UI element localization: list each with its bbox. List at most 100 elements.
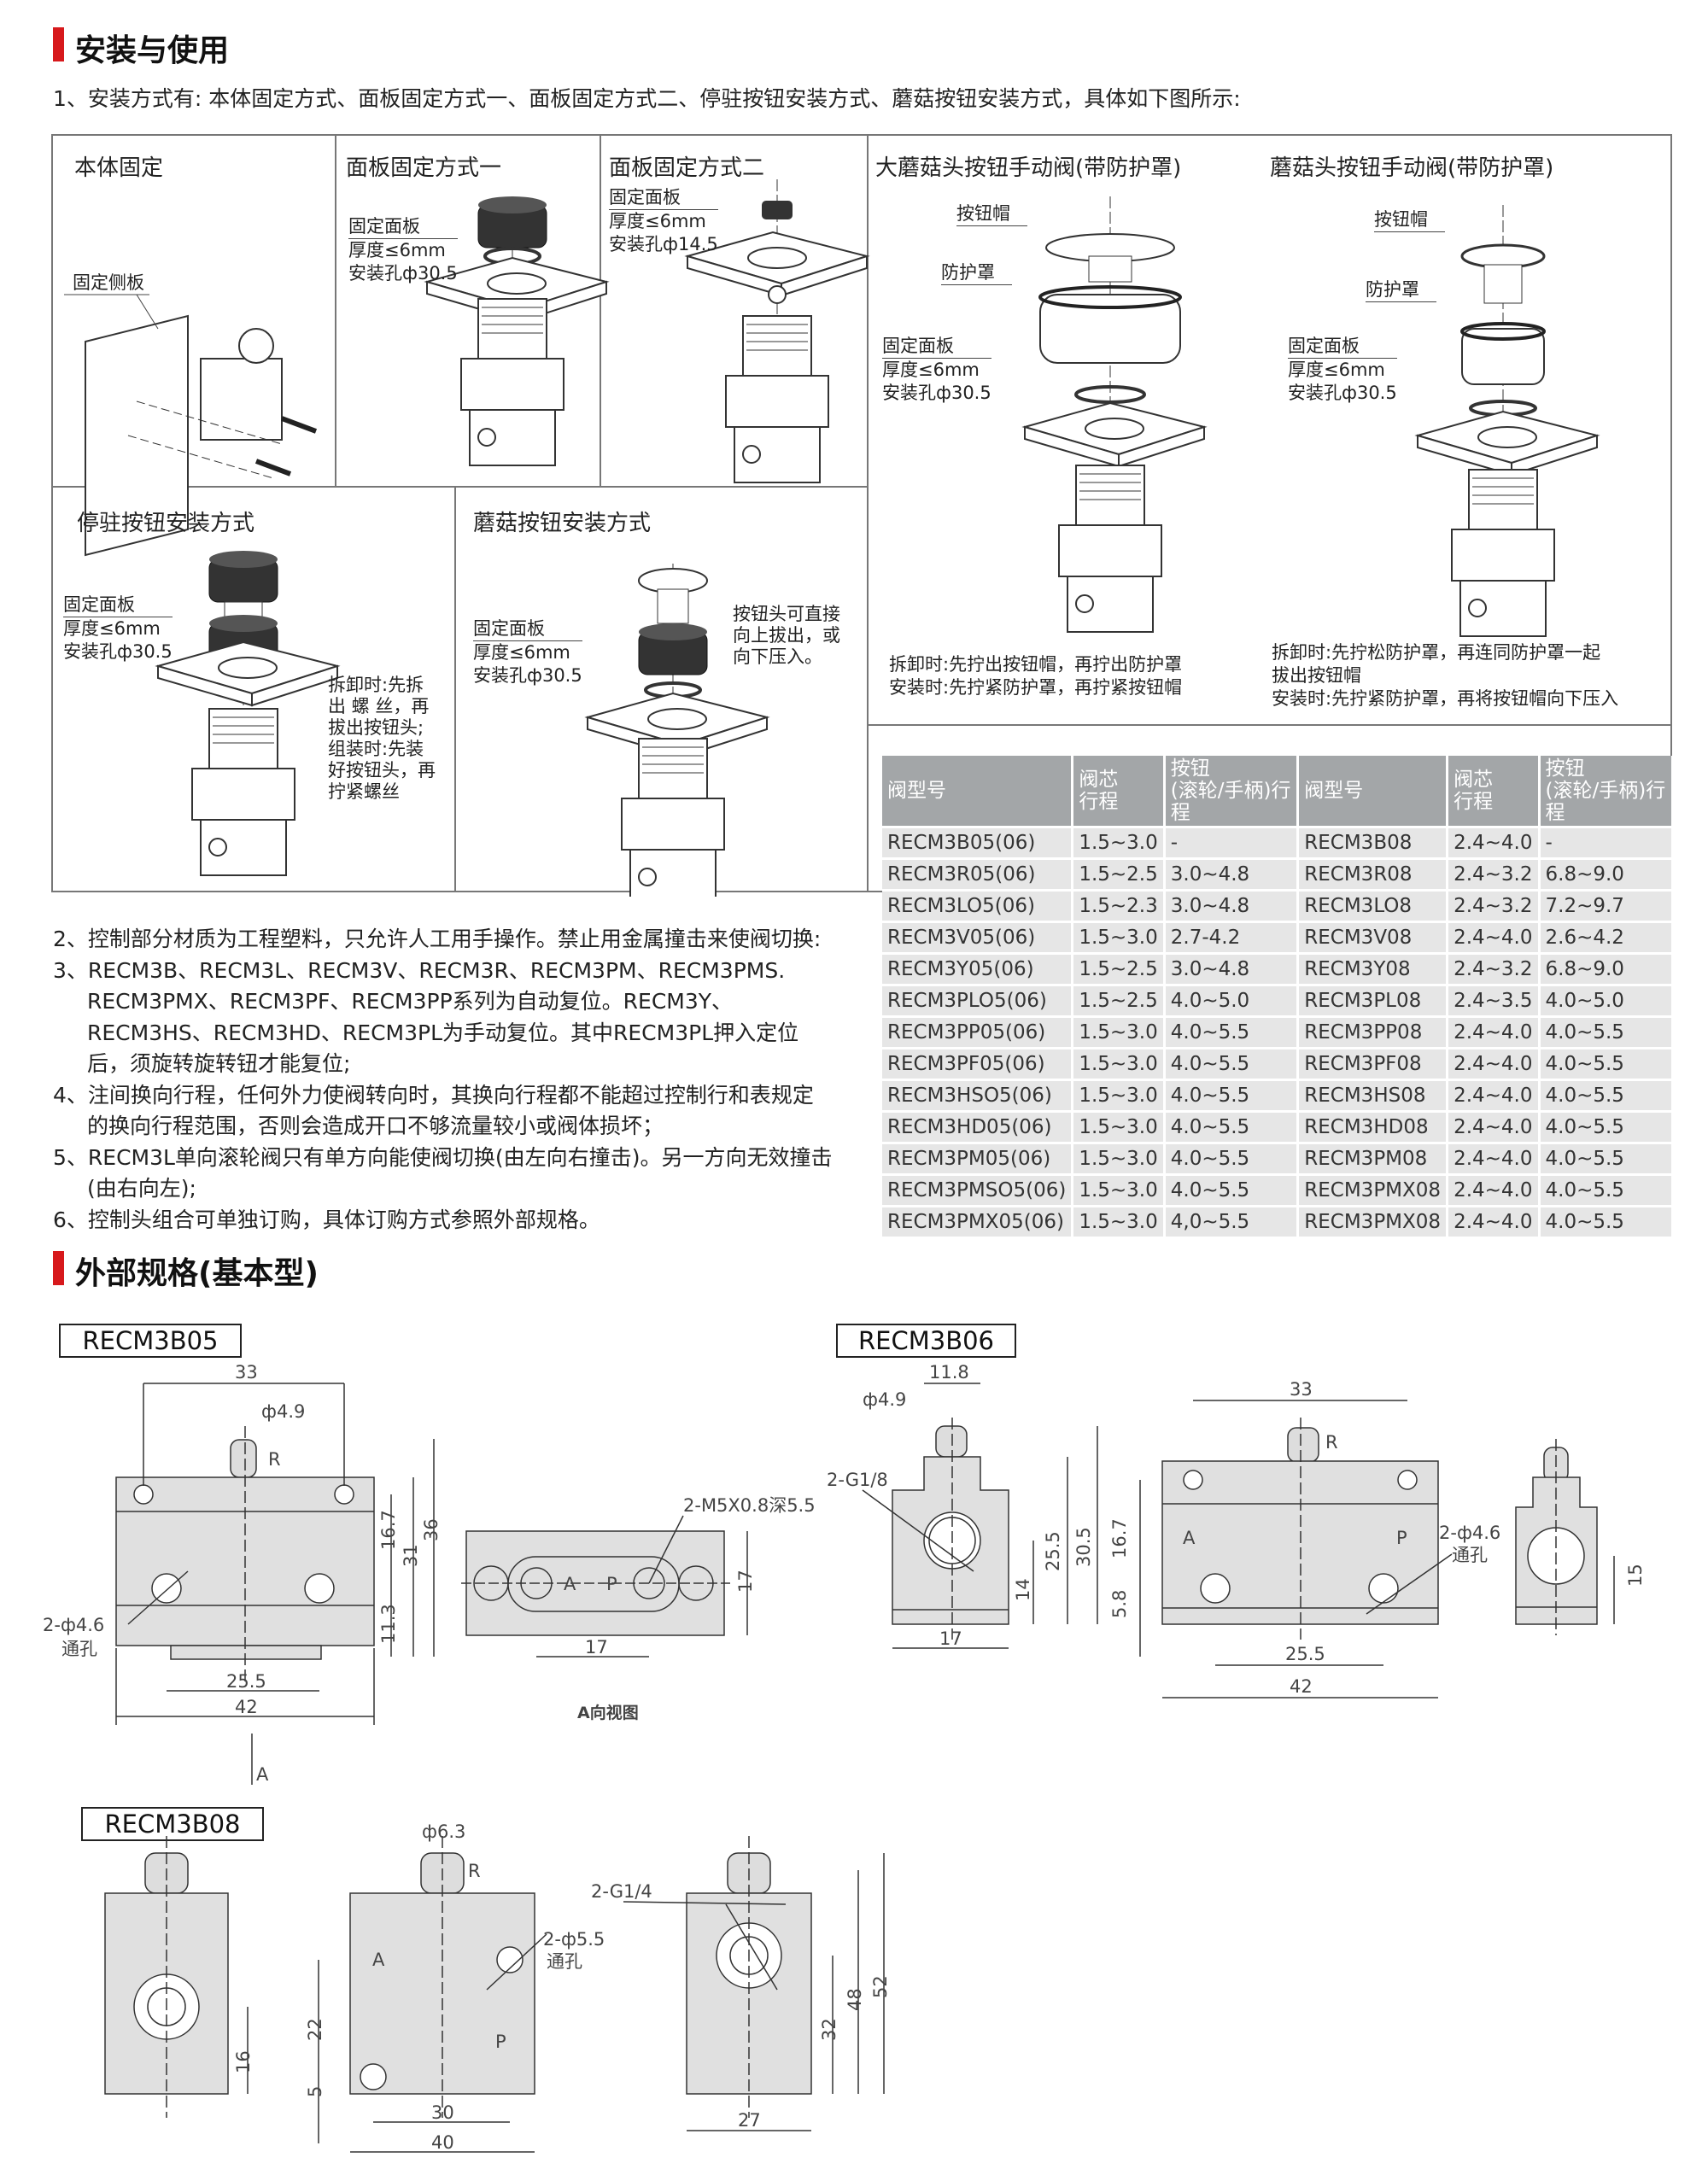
table-cell: RECM3R05(06)	[882, 857, 1074, 891]
divider	[867, 724, 1672, 726]
mushroom-title: 蘑菇头按钮手动阀(带防护罩)	[1270, 155, 1554, 181]
dim-30: 30	[431, 2102, 454, 2123]
note-3-cont: 后，须旋转旋转钮才能复位;	[87, 1051, 351, 1076]
dim-22: 22	[305, 2018, 325, 2041]
table-cell: 2.4~3.2	[1447, 952, 1541, 985]
table-cell: 2.4~4.0	[1447, 826, 1541, 859]
table-cell: RECM3B08	[1297, 826, 1449, 859]
b08-right-view	[623, 1836, 885, 2131]
section-title-install: 安装与使用	[75, 33, 230, 68]
dim-25-5-vertical: 25.5	[1043, 1531, 1063, 1571]
thickness-label: 厚度≤6mm	[882, 360, 980, 380]
view-arrow-a: A	[256, 1764, 269, 1785]
model-label-b08: RECM3B08	[81, 1807, 264, 1841]
divider	[51, 486, 867, 488]
table-cell: 1.5~2.5	[1072, 984, 1166, 1017]
hole-label: 安装孔ф30.5	[882, 383, 991, 403]
detent-note: 拔出按钮头;	[328, 717, 424, 738]
thickness-label: 厚度≤6mm	[63, 618, 161, 639]
dim-5: 5	[305, 2086, 325, 2097]
table-cell: RECM3PM08	[1297, 1142, 1449, 1175]
mushroom-button-note: 向下压入。	[733, 646, 822, 667]
install-note: 安装时:先拧紧防护罩，再拧紧按钮帽	[889, 677, 1183, 698]
table-cell: 2.4~3.2	[1447, 889, 1541, 922]
panel-fix-1-title: 面板固定方式一	[346, 155, 502, 181]
table-cell: 2.4~4.0	[1447, 1110, 1541, 1143]
column-header: 阀型号	[1297, 756, 1449, 827]
port-a-label: A	[1183, 1528, 1196, 1548]
hole-label: 安装孔ф30.5	[1288, 383, 1397, 403]
column-header: 按钮 (滚轮/手柄)行程	[1539, 756, 1674, 827]
table-cell: 1.5~3.0	[1072, 1205, 1166, 1237]
table-cell: 1.5~3.0	[1072, 1079, 1166, 1112]
big-mushroom-title: 大蘑菇头按钮手动阀(带防护罩)	[875, 155, 1182, 181]
dim-33: 33	[235, 1362, 258, 1383]
remove-note: 拆卸时:先拧出按钮帽，再拧出防护罩	[889, 654, 1183, 675]
dim-11-3: 11.3	[378, 1604, 399, 1644]
dim-25-5: 25.5	[226, 1671, 266, 1692]
usage-notes: 2、控制部分材质为工程塑料，只允许人工用手操作。禁止用金属撞击来使阀切换: 3、…	[53, 924, 832, 1236]
install-illustrations	[64, 179, 1598, 897]
hole-spec: 2-ф4.6	[1439, 1523, 1500, 1543]
divider	[600, 134, 601, 487]
table-cell: RECM3PMX08	[1297, 1205, 1449, 1237]
table-cell: RECM3V08	[1297, 921, 1449, 954]
table-cell: 1.5~3.0	[1072, 921, 1166, 954]
table-cell: 2.4~4.0	[1447, 1142, 1541, 1175]
table-cell: RECM3LO8	[1297, 889, 1449, 922]
table-cell: 2.4~3.5	[1447, 984, 1541, 1017]
stroke-spec-table: 阀型号阀芯 行程按钮 (滚轮/手柄)行程阀型号阀芯 行程按钮 (滚轮/手柄)行程…	[882, 756, 1674, 1237]
table-cell: 1.5~2.5	[1072, 952, 1166, 985]
divider	[335, 134, 336, 487]
table-cell: RECM3B05(06)	[882, 826, 1074, 859]
note-3-cont: RECM3HS、RECM3HD、RECM3PL为手动复位。其中RECM3PL押入…	[87, 1020, 799, 1045]
b05-a-view	[461, 1515, 748, 1658]
hole-label: 安装孔ф14.5	[609, 234, 718, 254]
b06-front-view	[1139, 1400, 1453, 1698]
b05-front-view	[115, 1383, 435, 1785]
table-cell: RECM3HD08	[1297, 1110, 1449, 1143]
dim-27: 27	[738, 2110, 761, 2131]
table-cell: 2.6~4.2	[1539, 921, 1674, 954]
dim-48: 48	[845, 1988, 865, 2011]
detent-note: 拆卸时:先拆	[328, 675, 424, 695]
table-cell: RECM3PL08	[1297, 984, 1449, 1017]
column-header: 阀芯 行程	[1072, 756, 1166, 827]
table-cell: 4.0~5.5	[1164, 1142, 1300, 1175]
section-title-dimensions: 外部规格(基本型)	[75, 1256, 319, 1291]
divider	[454, 486, 456, 892]
table-cell: 3.0~4.8	[1164, 952, 1300, 985]
dim-42: 42	[235, 1697, 258, 1717]
table-cell: 4.0~5.0	[1164, 984, 1300, 1017]
table-cell: RECM3V05(06)	[882, 921, 1074, 954]
thickness-label: 厚度≤6mm	[348, 240, 446, 260]
side-plate-label: 固定侧板	[73, 272, 144, 293]
port-thread-spec: 2-G1/8	[827, 1470, 888, 1490]
thickness-label: 厚度≤6mm	[609, 211, 706, 231]
panel-fix-1-illustration	[426, 196, 607, 466]
table-cell: 3.0~4.8	[1164, 857, 1300, 891]
table-cell: 2.4~4.0	[1447, 1173, 1541, 1207]
table-cell: 4.0~5.5	[1539, 1110, 1674, 1143]
table-cell: RECM3PLO5(06)	[882, 984, 1074, 1017]
dim-17: 17	[939, 1628, 962, 1649]
detent-note: 出 螺 丝，再	[328, 696, 430, 716]
dim-16: 16	[233, 2050, 254, 2073]
table-cell: 1.5~3.0	[1072, 1047, 1166, 1080]
table-cell: 4.0~5.5	[1539, 1173, 1674, 1207]
panel-label: 固定面板	[348, 215, 458, 239]
hole-label: 安装孔ф30.5	[473, 665, 582, 686]
table-cell: 2.7-4.2	[1164, 921, 1300, 954]
table-cell: 1.5~3.0	[1072, 826, 1166, 859]
dim-25-5: 25.5	[1285, 1644, 1325, 1664]
port-a-label: A	[372, 1950, 385, 1970]
hole-label: 安装孔ф30.5	[348, 263, 458, 284]
panel-label: 固定面板	[882, 335, 991, 359]
b08-front-view	[318, 1836, 547, 2153]
